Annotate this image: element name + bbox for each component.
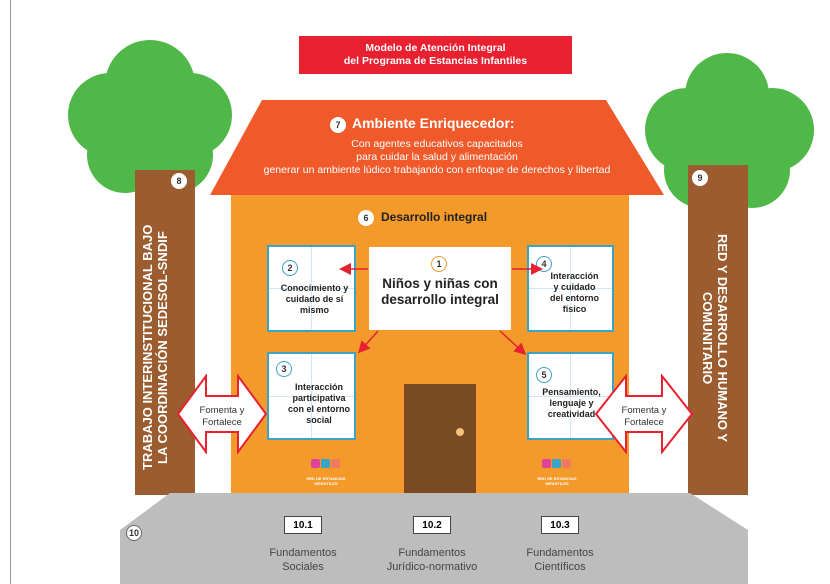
arrow-to-box-5: [499, 330, 527, 356]
house-door: [404, 384, 476, 493]
roof-number: 7: [330, 117, 346, 133]
roof-line2: para cuidar la salud y alimentación: [356, 151, 518, 163]
house-heading: Desarrollo integral: [381, 210, 488, 224]
arrow-to-box-3: [357, 330, 379, 354]
foundation-label-3-line1: Fundamentos: [526, 547, 594, 559]
left-double-arrow: [176, 374, 268, 454]
logo-left-text: RED DE ESTANCIAS INFANTILES: [306, 476, 346, 486]
center-text: Niños y niñas con desarrollo integral: [369, 276, 511, 308]
left-tree-number: 8: [171, 173, 187, 189]
foundation-label-1-line1: Fundamentos: [269, 547, 337, 559]
foundation-code-2: 10.2: [413, 516, 451, 534]
roof-description: Con agentes educativos capacitados para …: [232, 138, 642, 177]
roof-heading: Ambiente Enriquecedor:: [352, 115, 515, 131]
foundation-label-3-line2: Científicos: [534, 561, 586, 573]
foundation-label-3: Fundamentos Científicos: [505, 546, 615, 574]
window-box-3-number: 3: [276, 361, 292, 377]
foundation-label-2-line2: Jurídico-normativo: [386, 561, 478, 573]
left-arrow-text: Fomenta y Fortalece: [196, 405, 248, 429]
left-tree-trunk: [135, 170, 195, 495]
foundation-number: 10: [126, 525, 142, 541]
diagram-title: Modelo de Atención Integral del Programa…: [299, 36, 572, 74]
page-margin-line: [10, 0, 11, 584]
foundation-label-2-line1: Fundamentos: [398, 547, 466, 559]
window-box-4-text: Interacción y cuidado del entorno físico: [550, 271, 599, 314]
foundation-code-1: 10.1: [284, 516, 322, 534]
left-arrow-line2: Fortalece: [202, 417, 242, 428]
window-box-5-number: 5: [536, 367, 552, 383]
window-box-3-text: Interacción participativa con el entorno…: [287, 382, 350, 425]
roof-line1: Con agentes educativos capacitados: [351, 138, 523, 150]
foundation-code-3: 10.3: [541, 516, 579, 534]
diagram-title-line2: del Programa de Estancias Infantiles: [343, 55, 528, 67]
window-box-5-text: Pensamiento, lenguaje y creatividad: [542, 387, 601, 419]
right-arrow-text: Fomenta y Fortalece: [616, 405, 672, 429]
foundation-label-1-line2: Sociales: [282, 561, 324, 573]
foundation-label-1: Fundamentos Sociales: [248, 546, 358, 574]
foundation-label-2: Fundamentos Jurídico-normativo: [377, 546, 487, 574]
center-number: 1: [431, 256, 447, 272]
center-line1: Niños y niñas con: [382, 276, 498, 291]
door-knob: [456, 428, 464, 436]
window-box-2-number: 2: [282, 260, 298, 276]
logo-right-text: RED DE ESTANCIAS INFANTILES: [537, 476, 577, 486]
right-tree-label: RED Y DESARROLLO HUMANO Y COMUNITARIO: [700, 233, 730, 443]
house-number: 6: [358, 210, 374, 226]
right-arrow-line2: Fortalece: [624, 417, 664, 428]
red-estancias-logo-left: RED DE ESTANCIAS INFANTILES: [296, 455, 356, 486]
red-estancias-logo-right: RED DE ESTANCIAS INFANTILES: [527, 455, 587, 486]
right-double-arrow: [594, 374, 694, 454]
center-line2: desarrollo integral: [381, 292, 499, 307]
window-box-2-text: Conocimiento y cuidado de sí mismo: [280, 283, 349, 315]
right-arrow-line1: Fomenta y: [621, 405, 667, 416]
right-tree-trunk: [688, 165, 748, 495]
left-arrow-line1: Fomenta y: [199, 405, 245, 416]
roof-line3: generar un ambiente lúdico trabajando co…: [263, 164, 611, 176]
diagram-title-line1: Modelo de Atención Integral: [365, 42, 506, 54]
right-tree-number: 9: [692, 170, 708, 186]
